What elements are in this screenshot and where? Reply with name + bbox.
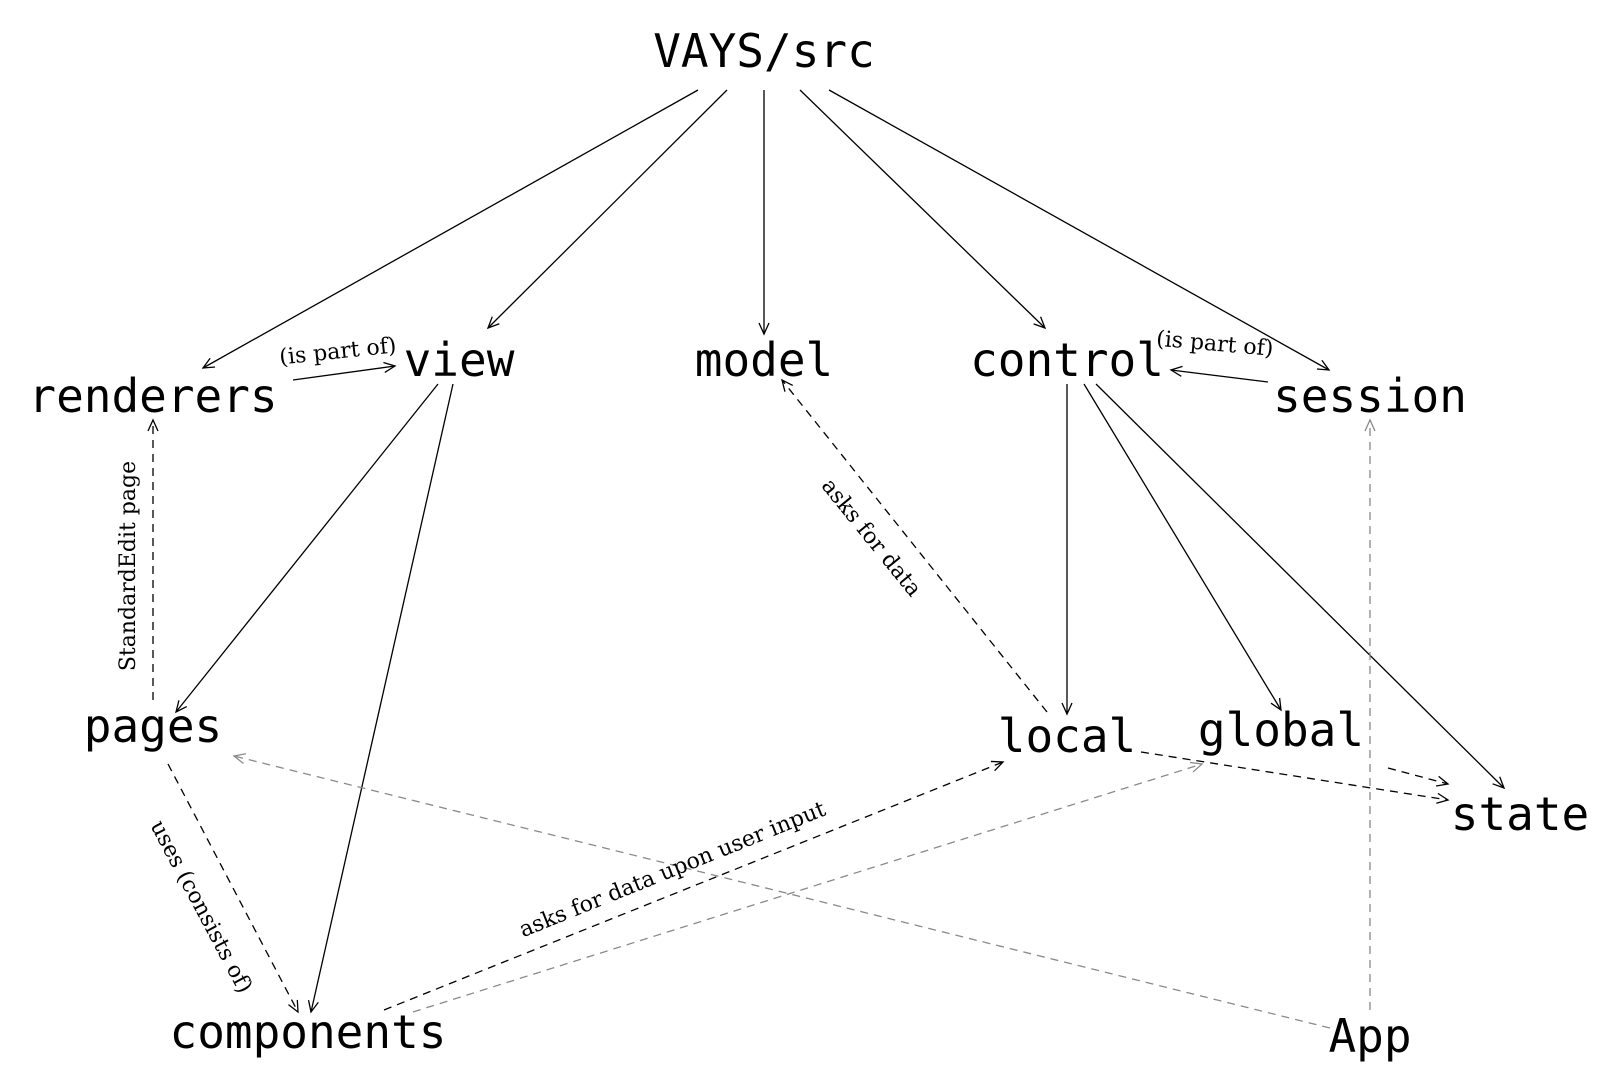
label-session-control: (is part of) bbox=[1155, 327, 1274, 362]
edge-control-global bbox=[1083, 383, 1282, 712]
node-model: model bbox=[695, 333, 833, 387]
label-components-local: asks for data upon user input bbox=[516, 797, 830, 943]
edge-global-state bbox=[1387, 767, 1450, 787]
node-renderers: renderers bbox=[28, 369, 277, 423]
edge-view-components bbox=[307, 383, 454, 1014]
node-control: control bbox=[970, 333, 1164, 387]
node-app: App bbox=[1328, 1009, 1411, 1063]
node-view: view bbox=[404, 333, 515, 387]
node-local: local bbox=[998, 709, 1136, 763]
edge-view-pages bbox=[175, 383, 439, 714]
edge-app-pages bbox=[232, 753, 1331, 1029]
edge-components-global bbox=[412, 761, 1204, 1013]
node-session: session bbox=[1273, 369, 1467, 423]
node-pages: pages bbox=[84, 699, 222, 753]
label-renderers-view: (is part of) bbox=[278, 333, 397, 370]
label-pages-renderers: StandardEdit page bbox=[116, 461, 141, 671]
edge-root-view bbox=[486, 89, 728, 330]
edge-components-local bbox=[383, 760, 1005, 1011]
label-local-model: asks for data bbox=[816, 474, 926, 602]
node-global: global bbox=[1198, 703, 1364, 757]
edge-control-state bbox=[1095, 383, 1506, 790]
edge-session-control bbox=[1169, 365, 1269, 383]
edge-root-control bbox=[799, 89, 1047, 330]
edge-local-state bbox=[1140, 751, 1450, 804]
node-components: components bbox=[170, 1005, 447, 1059]
node-root: VAYS/src bbox=[653, 24, 875, 78]
edge-pages-components bbox=[167, 763, 299, 1014]
label-pages-components: uses (consists of) bbox=[145, 816, 257, 997]
node-state: state bbox=[1451, 787, 1589, 841]
edge-local-model bbox=[781, 378, 1048, 713]
edge-renderers-view bbox=[292, 361, 397, 381]
edge-root-session bbox=[828, 89, 1331, 371]
edge-root-renderers bbox=[201, 89, 699, 369]
